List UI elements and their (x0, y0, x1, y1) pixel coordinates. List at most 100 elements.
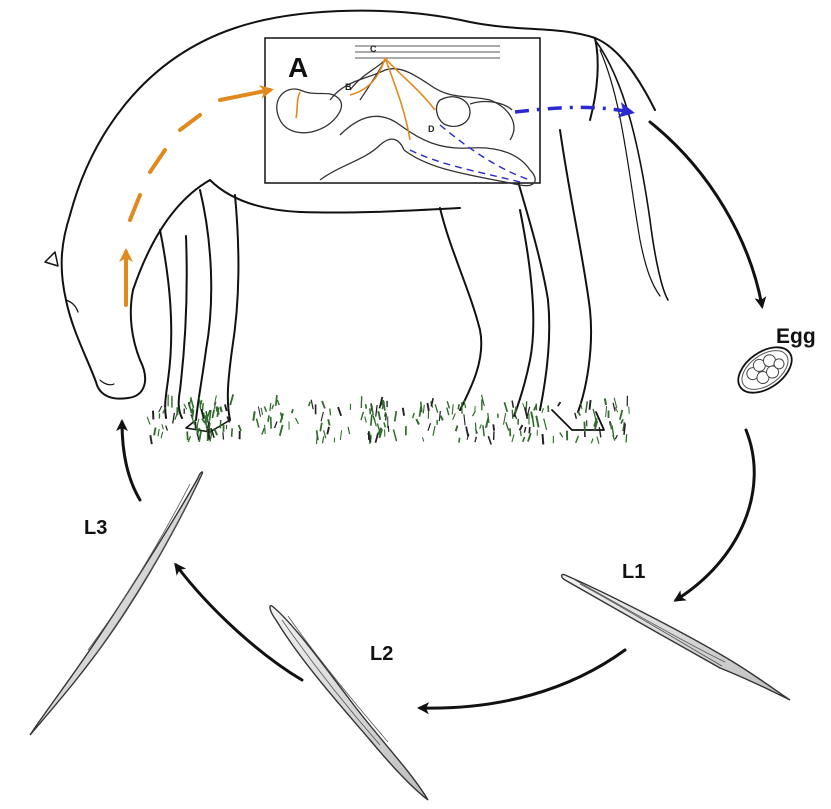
grass-blade (277, 400, 279, 405)
grass-blade (483, 425, 484, 436)
grass-blade (524, 427, 525, 433)
grass-blade (192, 410, 193, 417)
grass-blade (523, 437, 525, 442)
grass-blade (394, 430, 397, 442)
grass-blade (458, 404, 459, 409)
grass-blade (270, 403, 271, 411)
grass-blade (199, 431, 201, 442)
grass-blade (202, 419, 205, 423)
grass-blade (384, 402, 385, 411)
grass-blade (480, 425, 482, 429)
inset-label: A (288, 52, 308, 83)
grass-blade (162, 424, 164, 429)
grass-blade (578, 411, 580, 415)
grass-blade (161, 432, 163, 438)
grass-blade (198, 434, 199, 440)
grass-blade (543, 434, 544, 445)
grass-blade (376, 433, 379, 443)
grass-blade (158, 429, 159, 436)
grass-blade (626, 434, 627, 442)
grass-blade (328, 419, 329, 425)
grass-blade (188, 436, 190, 442)
grass-blade (276, 395, 277, 406)
grass-blade (150, 435, 152, 444)
grass-blade (599, 427, 601, 437)
grass-blade (272, 405, 274, 410)
grass-blade (427, 403, 428, 411)
grass-blade (593, 409, 596, 421)
grass-blade (348, 427, 350, 434)
grass-blade (322, 401, 325, 408)
grass-blade (441, 416, 443, 421)
grass-blade (452, 404, 453, 414)
grass-blade (201, 409, 204, 419)
grass-blade (311, 400, 313, 410)
grass-blade (560, 433, 563, 438)
grass-blade (433, 426, 435, 436)
grass-blade (371, 415, 372, 426)
grass-blade (466, 427, 468, 437)
grass-blade (309, 402, 310, 407)
grass-blade (380, 430, 381, 437)
grass-blade (187, 431, 188, 440)
grass-blade (154, 428, 155, 436)
grass-blade (280, 425, 283, 436)
grass-blade (376, 405, 378, 417)
migration-arrows (126, 90, 270, 305)
grass-blade (447, 401, 449, 408)
grass-blade (210, 434, 212, 442)
grass-blade (512, 434, 514, 442)
grass-blade (575, 413, 577, 419)
grass-blade (416, 419, 419, 424)
grass-blade (378, 411, 380, 420)
grass-blade (374, 417, 377, 426)
grass-blade (435, 404, 438, 412)
grass-blade (431, 398, 433, 406)
arrow-l1-to-l2 (420, 650, 625, 708)
grass-blade (327, 427, 329, 434)
grass-blade (208, 429, 209, 440)
grass-blade (372, 405, 374, 415)
grass-blade (542, 408, 544, 413)
inset-label-b: B (345, 82, 352, 92)
inset-panel: A B C D (265, 38, 540, 186)
grass-blade (488, 436, 491, 444)
grass-blade (590, 400, 591, 410)
grass-blade (320, 423, 322, 432)
grass-blade (597, 437, 599, 444)
grass-blade (504, 402, 507, 412)
grass-blade (330, 409, 331, 416)
grass-blade (475, 423, 476, 434)
grass-blade (275, 422, 278, 429)
grass-blade (257, 419, 259, 428)
grass-blade (548, 405, 549, 412)
grass-blade (264, 407, 266, 412)
grass-blade (199, 397, 201, 408)
grass-blade (296, 418, 299, 424)
grass-blade (447, 408, 449, 416)
grass-blade (413, 413, 415, 418)
grass-blade (340, 430, 341, 440)
grass-blade (504, 413, 506, 425)
inset-label-c: C (370, 44, 377, 54)
arrow-host-to-egg (650, 122, 762, 306)
grass-blade (292, 409, 293, 413)
grass-blade (520, 425, 523, 431)
grass-blade (173, 413, 175, 424)
grass-blade (147, 417, 150, 425)
grass-blade (521, 431, 522, 436)
grass-blade (576, 436, 579, 443)
grass-blade (220, 407, 221, 413)
grass-blade (493, 424, 494, 430)
grass-blade (605, 399, 606, 406)
grass-blade (528, 433, 531, 441)
arrow-l3-to-host (122, 422, 140, 500)
grass-blade (323, 436, 324, 443)
grass-blade (191, 397, 194, 408)
grass-blade (536, 416, 538, 428)
grass-blade (223, 432, 224, 439)
grass-blade (506, 422, 509, 430)
grass-blade (261, 408, 263, 415)
